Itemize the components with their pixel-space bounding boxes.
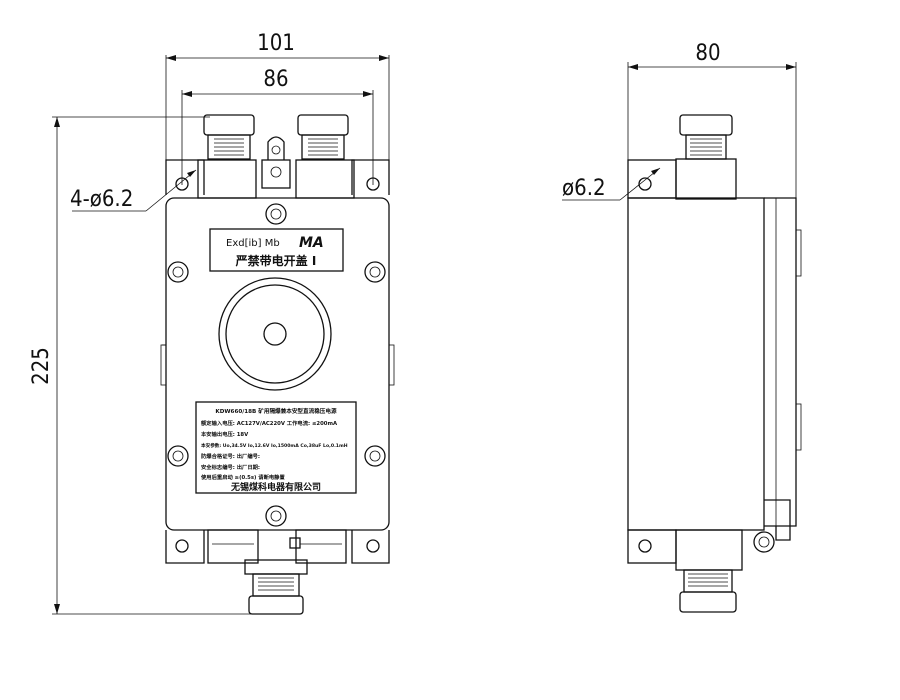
cover-bolt bbox=[364, 445, 386, 467]
leader-mount-holes: 4-ø6.2 bbox=[70, 169, 197, 212]
warning-text: 严禁带电开盖 I bbox=[235, 253, 317, 268]
indicator-window bbox=[218, 277, 332, 391]
nameplate-line: 本安输出电压: 18V bbox=[201, 430, 249, 438]
overall-width-label: 101 bbox=[257, 31, 295, 56]
cover-bolt bbox=[265, 203, 287, 225]
nameplate-title: KDW660/18B 矿用隔爆兼本安型直流稳压电源 bbox=[215, 407, 337, 415]
side-top-gland bbox=[675, 114, 737, 200]
dim-overall-width: 101 bbox=[165, 31, 390, 195]
side-view: 80 ø6.2 bbox=[562, 41, 802, 613]
top-mounting-lugs bbox=[165, 159, 390, 199]
nameplate-line: 使用后重启动 ≥(0.5s) 请断电静置 bbox=[200, 473, 285, 481]
cover-bolt bbox=[364, 261, 386, 283]
cover-bolt bbox=[167, 445, 189, 467]
bottom-cable-gland bbox=[244, 559, 308, 615]
dim-side-width: 80 bbox=[627, 41, 797, 200]
cover-bolt bbox=[167, 261, 189, 283]
side-enclosure bbox=[627, 197, 802, 541]
top-earth-lug bbox=[261, 136, 291, 189]
ma-logo: MA bbox=[299, 235, 324, 251]
side-top-lug bbox=[627, 159, 677, 199]
side-bottom-parts bbox=[627, 529, 775, 613]
nameplate-line: 本安参数: Uo,34.5V Io,12.6V Io,1500mA Co,38u… bbox=[200, 442, 348, 449]
dim-height: 225 bbox=[29, 116, 262, 615]
cover-bolt bbox=[265, 505, 287, 527]
front-enclosure bbox=[160, 197, 395, 531]
front-view: 101 86 225 4-ø6.2 bbox=[29, 31, 395, 615]
exd-mark: Exd[ib] Mb bbox=[226, 238, 280, 249]
side-width-label: 80 bbox=[695, 41, 720, 66]
nameplate: KDW660/18B 矿用隔爆兼本安型直流稳压电源 额定输入电压: AC127V… bbox=[195, 401, 357, 494]
top-cable-gland-left bbox=[203, 114, 255, 160]
nameplate-line: 防爆合格证号: 出厂编号: bbox=[201, 452, 260, 460]
dim-hole-spacing: 86 bbox=[181, 67, 374, 185]
top-cable-gland-right bbox=[297, 114, 349, 160]
hole-spacing-label: 86 bbox=[263, 67, 288, 92]
leader-side-hole: ø6.2 bbox=[562, 167, 661, 201]
side-hole-label: ø6.2 bbox=[562, 176, 606, 201]
warning-plate: Exd[ib] Mb MA 严禁带电开盖 I bbox=[209, 228, 344, 272]
nameplate-line: 安全标志编号: 出厂日期: bbox=[201, 463, 260, 471]
bottom-mounting-lugs bbox=[165, 529, 390, 564]
height-label: 225 bbox=[29, 347, 54, 385]
company-name: 无锡煤科电器有限公司 bbox=[230, 481, 321, 493]
nameplate-line: 额定输入电压: AC127V/AC220V 工作电流: ≤200mA bbox=[201, 419, 338, 427]
mount-holes-label: 4-ø6.2 bbox=[70, 187, 133, 212]
